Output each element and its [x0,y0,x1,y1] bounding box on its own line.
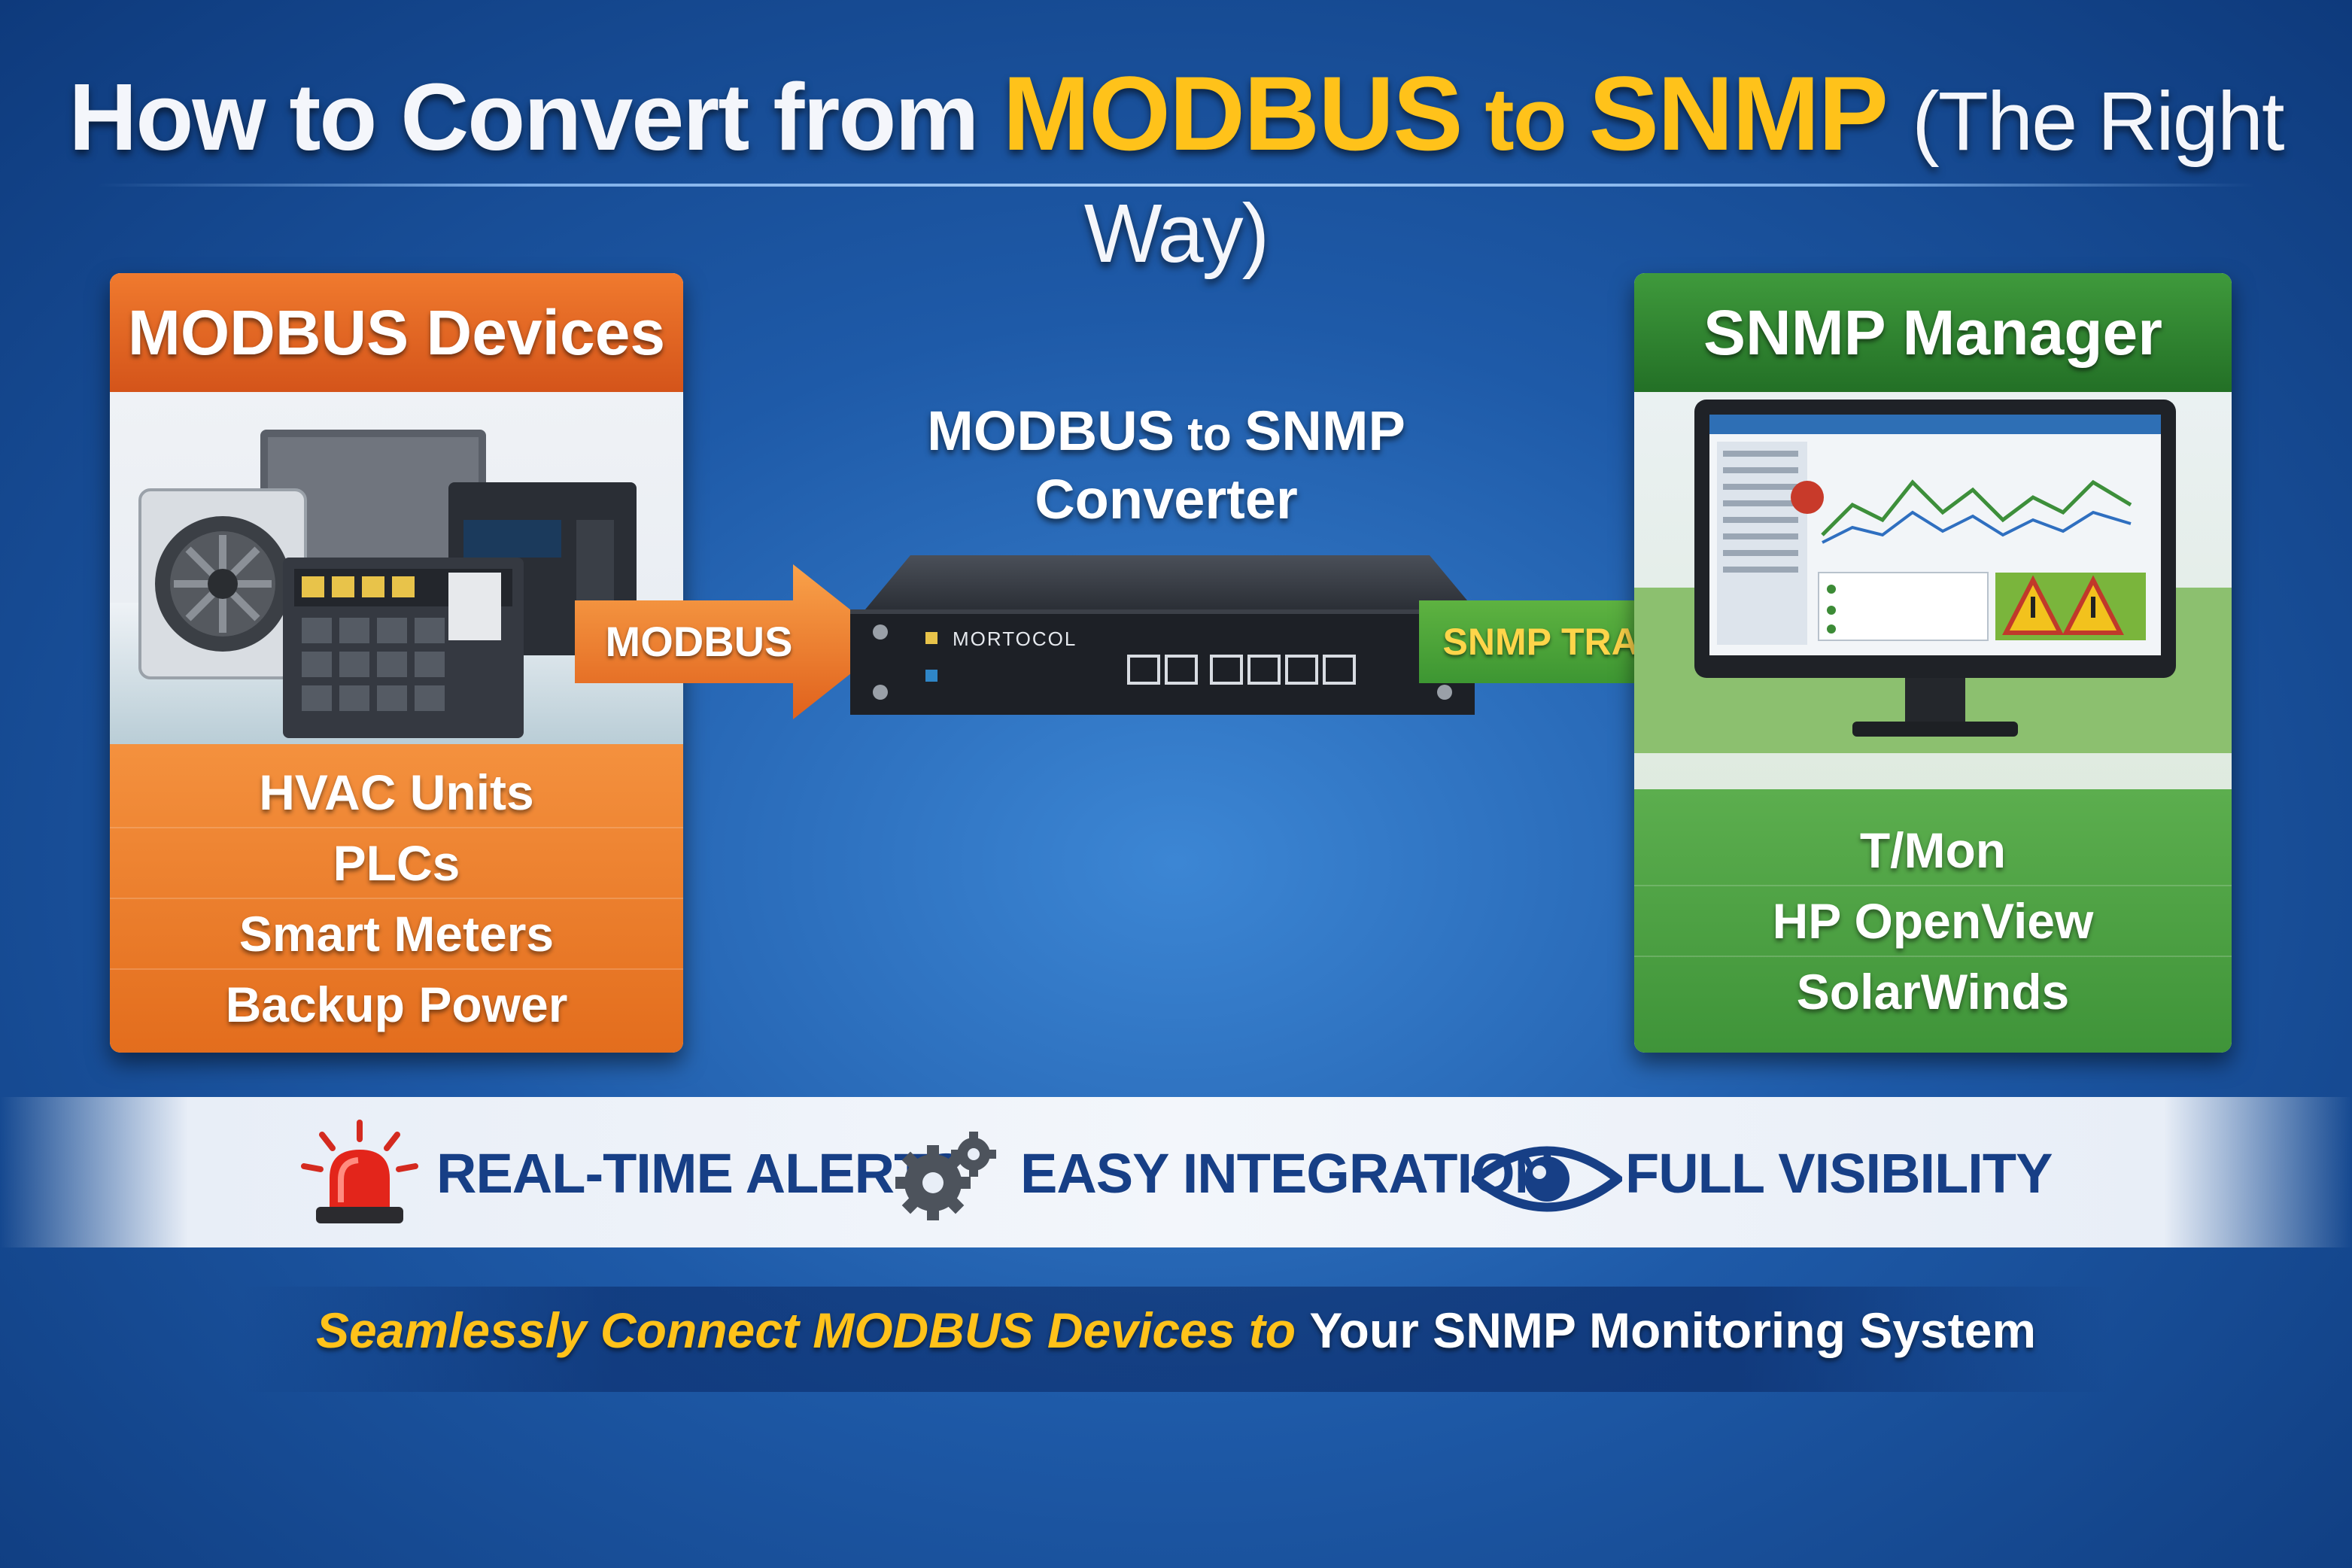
gears-icon [895,1132,996,1220]
monitor-dashboard-icon [1634,400,2232,753]
modbus-arrow: MODBUS [575,564,891,719]
list-item: SolarWinds [1796,964,2070,1020]
title-suffix: (The Right Way) [1083,75,2285,280]
modbus-device-list: HVAC Units PLCs Smart Meters Backup Powe… [110,744,683,1053]
title-text: How to Convert from [68,64,1003,170]
converter-brand-label: MORTOCOL [953,628,1077,650]
converter-title: MODBUS to SNMP Converter [865,399,1467,532]
title-divider [98,184,2254,187]
siren-icon [301,1120,418,1223]
eye-icon [1472,1146,1622,1212]
list-item: HVAC Units [110,758,683,828]
tagline-background [241,1287,2111,1392]
snmp-manager-list: T/Mon HP OpenView SolarWinds [1634,789,2232,1053]
arrow-right-icon [575,564,891,719]
page-title: How to Convert from MODBUS to SNMP (The … [0,53,2352,284]
feature-real-time-alerts: REAL-TIME ALERTS [436,1142,965,1205]
list-item: T/Mon [1634,816,2232,886]
converter-title-line2: Converter [1035,468,1298,530]
feature-full-visibility: FULL VISIBILITY [1625,1142,2053,1205]
tagline-yellow-text: Seamlessly Connect MODBUS Devices to [315,1302,1310,1358]
modbus-arrow-label: MODBUS [605,618,793,665]
snmp-manager-header: SNMP Manager [1634,273,2232,392]
list-item: HP OpenView [1634,886,2232,957]
feature-easy-integration: EASY INTEGRATION [1020,1142,1554,1205]
title-modbus: MODBUS [1002,54,1463,172]
converter-title-to: to [1174,409,1245,460]
list-item: Smart Meters [110,899,683,970]
modbus-devices-header: MODBUS Devices [110,273,683,392]
list-item: PLCs [110,828,683,899]
rack-converter-icon [850,555,1475,715]
converter-title-modbus: MODBUS [927,400,1175,462]
tagline-white-text: Your SNMP Monitoring System [1309,1302,2037,1358]
list-item: Backup Power [225,977,568,1032]
snmp-manager-panel: SNMP Manager T/ [1634,273,2232,1053]
title-snmp: SNMP [1588,54,1889,172]
title-to: to [1461,70,1589,169]
converter-title-snmp: SNMP [1244,400,1405,462]
tagline: Seamlessly Connect MODBUS Devices to You… [0,1302,2352,1359]
snmp-manager-illustration [1634,392,2232,753]
converter-device: MORTOCOL [843,549,1475,722]
